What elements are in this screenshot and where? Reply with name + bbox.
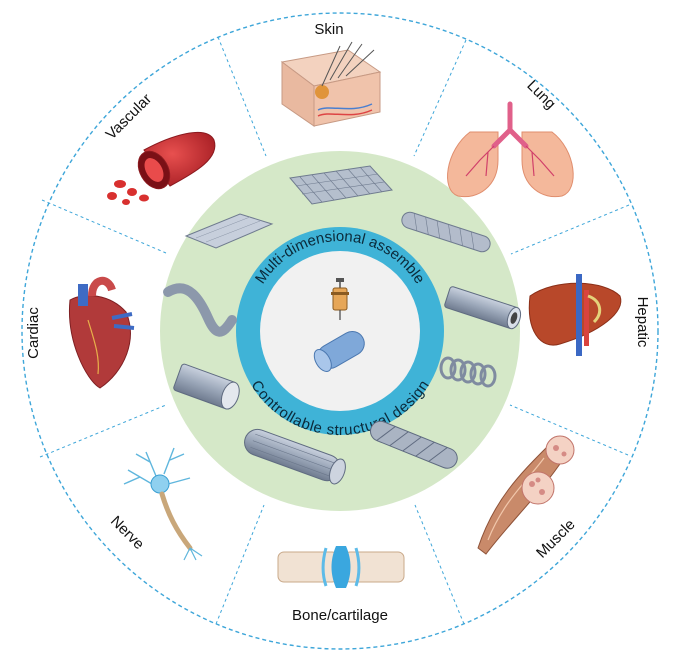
mesh-tube-icon: [401, 211, 491, 253]
film-scaffold-icon: [184, 213, 274, 249]
tissue-label-hepatic: Hepatic: [634, 297, 651, 348]
outer-dashed-ring: [21, 12, 659, 650]
syringe-icon: [331, 278, 349, 320]
tissue-label-muscle: Muscle: [533, 516, 579, 562]
tissue-label-skin: Skin: [314, 21, 343, 38]
hollow-tube-icon: [444, 286, 522, 330]
solid-cylinder-icon: [173, 363, 240, 410]
fiber-bundle-icon: [244, 428, 346, 485]
tissue-label-vascular: Vascular: [103, 91, 156, 144]
lung-icon: [447, 101, 574, 198]
muscle-icon: [477, 435, 575, 555]
skin-icon: [280, 41, 382, 127]
inner-disc: [260, 251, 420, 411]
tissue-label-nerve: Nerve: [107, 513, 147, 553]
twisted-yarn-icon: [369, 420, 458, 469]
tissue-label-bone-cartilage: Bone/cartilage: [292, 607, 388, 624]
tissue-label-cardiac: Cardiac: [25, 307, 42, 359]
nerve-cell-icon: [123, 447, 203, 561]
fiber-tube-icon: [313, 331, 365, 372]
tissue-label-lung: Lung: [523, 77, 559, 113]
helical-coil-icon: [439, 356, 497, 388]
curved-fiber-icon: [163, 283, 237, 337]
sector-dividers: [39, 36, 630, 625]
mesh-scaffold-icon: [289, 165, 393, 205]
blood-vessel-icon: [107, 131, 216, 205]
liver-icon: [528, 274, 622, 356]
bone-joint-icon: [277, 546, 405, 588]
heart-icon: [68, 277, 135, 389]
